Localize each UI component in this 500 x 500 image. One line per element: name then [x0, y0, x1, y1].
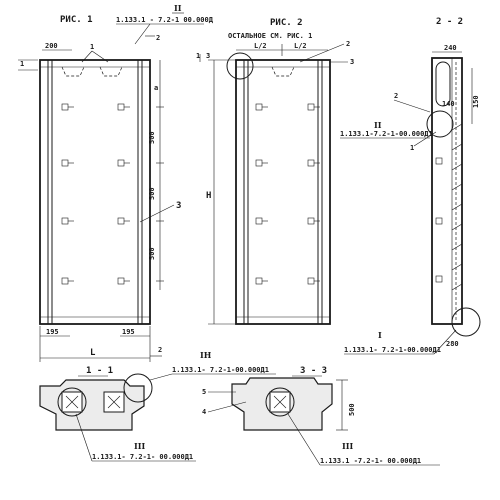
sec11-title: 1 - 1	[86, 366, 113, 376]
section-2-2: 2 - 2 240 150 140 2 II 1.133.1-7.2-1-00.…	[340, 17, 481, 355]
figure-2: РИС. 2 ОСТАЛЬНОЕ СМ. РИС. 1 L/2 L/2 1 3 …	[196, 18, 354, 325]
detail-III-b-roman: III	[342, 441, 353, 451]
fig1-dim-500a: 500	[148, 131, 156, 144]
fig2-dim-L2-a: L/2	[254, 42, 267, 50]
fig1-call-3: 3	[176, 201, 181, 211]
fig2-call-1: 1	[196, 52, 200, 60]
sec33-call-4: 4	[202, 408, 206, 416]
section-3-3: 3 - 3 5 4 500 III 1.133.1 -7.2-1- 00.000…	[202, 366, 440, 466]
figure-1: РИС. 1 II 1.133.1 - 7.2-1 00.000Д 200 1 …	[18, 3, 214, 362]
fig2-title: РИС. 2	[270, 18, 303, 28]
fig1-call-2b: 2	[158, 346, 162, 354]
sec22-dim-150: 150	[472, 95, 480, 108]
sec22-dim-280: 280	[446, 340, 459, 348]
fig2-call-3-top-left: 3	[206, 52, 210, 60]
fig1-ref: 1.133.1 - 7.2-1 00.000Д	[116, 16, 214, 24]
detail-IH: IН 1.133.1- 7.2-1-00.000Д1	[149, 350, 276, 381]
fig1-dim-500b: 500	[148, 187, 156, 200]
detail-III-b-ref: 1.133.1 -7.2-1- 00.000Д1	[320, 457, 421, 465]
sec22-dim-240: 240	[444, 44, 457, 52]
sec22-call-1: 1	[410, 144, 414, 152]
fig1-dim-195-left: 195	[46, 328, 59, 336]
sec33-call-5: 5	[202, 388, 206, 396]
fig1-call-2a: 2	[156, 34, 160, 42]
detail-I-ref: 1.133.1- 7.2-1-00.000Д1	[344, 346, 441, 354]
detail-IH-roman: IН	[200, 350, 212, 360]
section-1-1: 1 - 1 III 1.133.1- 7.2-1- 00.000Д1	[39, 366, 196, 462]
fig1-dim-L: L	[90, 348, 96, 358]
fig2-note: ОСТАЛЬНОЕ СМ. РИС. 1	[228, 32, 312, 40]
sec22-title: 2 - 2	[436, 17, 463, 27]
sec22-dim-140: 140	[442, 100, 455, 108]
sec22-call-2: 2	[394, 92, 398, 100]
fig2-call-2: 2	[346, 40, 350, 48]
fig2-dim-H: H	[206, 191, 211, 201]
fig1-title: РИС. 1	[60, 15, 93, 25]
fig1-call-1b: 1	[20, 60, 24, 68]
fig1-dim-200: 200	[45, 42, 58, 50]
fig1-call-1a: 1	[90, 43, 94, 51]
fig2-dim-L2-b: L/2	[294, 42, 307, 50]
detail-I-roman: I	[378, 330, 382, 340]
sec33-title: 3 - 3	[300, 366, 327, 376]
detail-III-a-roman: III	[134, 441, 145, 451]
fig1-ref-roman: II	[174, 3, 182, 13]
fig1-dim-195-right: 195	[122, 328, 135, 336]
fig2-call-3-top-right: 3	[350, 58, 354, 66]
detail-IH-ref: 1.133.1- 7.2-1-00.000Д1	[172, 366, 269, 374]
fig2-loops	[255, 103, 320, 285]
sec22-ref-roman: II	[374, 120, 382, 130]
fig1-loops	[61, 103, 130, 285]
sec22-ref: 1.133.1-7.2-1-00.000Д1	[340, 130, 433, 138]
fig1-dim-a: a	[154, 84, 158, 92]
sec33-dim-500: 500	[348, 403, 356, 416]
fig1-dim-500c: 500	[148, 247, 156, 260]
detail-III-a-ref: 1.133.1- 7.2-1- 00.000Д1	[92, 453, 193, 461]
